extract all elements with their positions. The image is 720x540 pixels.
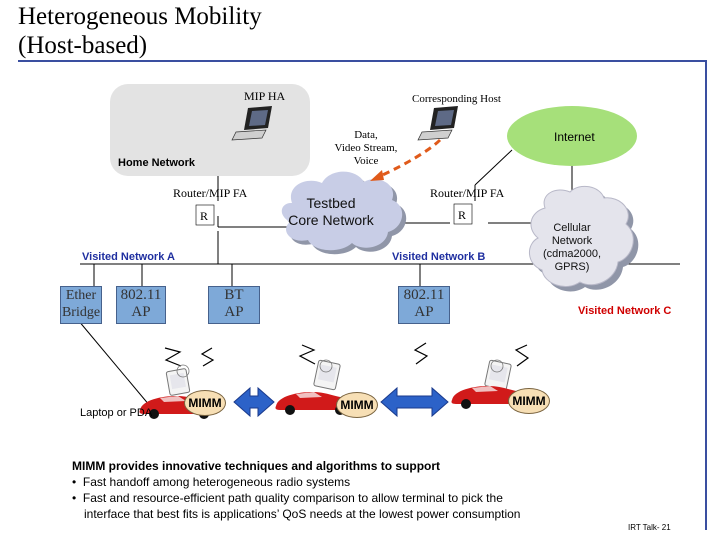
router-right-label: Router/MIP FA [430, 186, 505, 200]
testbed-cloud-shape [281, 171, 407, 255]
ether-line-1: Ether [65, 288, 97, 303]
bt-line-2: AP [224, 304, 244, 320]
right-rule [705, 60, 707, 530]
ap2-line-1: 802.11 [403, 287, 445, 303]
router-left-r: R [200, 209, 209, 223]
notes-bullet-2-cont: interface that best fits is applications… [84, 507, 521, 521]
network-links [77, 149, 680, 407]
data-line-2: Video Stream, [334, 142, 398, 154]
title-line-1: Heterogeneous Mobility [18, 3, 262, 30]
testbed-line-2: Core Network [288, 212, 374, 228]
home-network-label: Home Network [118, 157, 196, 169]
mimm-badge-2: MIMM [336, 392, 378, 418]
notes-block: MIMM provides innovative techniques and … [72, 458, 520, 522]
ether-line-2: Bridge [61, 305, 101, 320]
ap1-line-2: AP [131, 304, 151, 320]
data-stream-label: Data, Video Stream, Voice [330, 129, 402, 168]
corresponding-host-laptop-shape [417, 106, 458, 141]
testbed-line-1: Testbed [306, 195, 356, 211]
corresponding-host-label: Corresponding Host [412, 93, 501, 105]
router-left-box [195, 204, 215, 226]
mip-ha-label: MIP HA [244, 89, 286, 103]
visited-network-a-label: Visited Network A [82, 251, 175, 263]
notes-bullet-1: • Fast handoff among heterogeneous radio… [72, 475, 351, 489]
cellular-line-2: Network [551, 235, 593, 247]
cellular-cloud-emblem [176, 359, 504, 378]
ether-bridge-box: Ether Bridge [60, 286, 102, 324]
mimm-badge-1: MIMM [184, 390, 226, 416]
data-flow-arrow-shape [375, 138, 442, 180]
wireless-bolts [164, 342, 530, 367]
data-line-3: Voice [353, 155, 379, 167]
cellular-cloud-shape [529, 185, 639, 292]
title-line-2: (Host-based) [18, 32, 148, 59]
cellular-line-1: Cellular [553, 222, 591, 234]
router-right-box [453, 203, 473, 225]
title-rule [18, 60, 706, 62]
internet-label: Internet [554, 130, 595, 144]
ap-80211-b-box: 802.11 AP [398, 286, 450, 324]
router-left-label: Router/MIP FA [173, 186, 248, 200]
internet-cloud [507, 106, 637, 166]
mimm-badge-3: MIMM [508, 388, 550, 414]
router-right-r: R [458, 208, 467, 222]
ap-80211-a-box: 802.11 AP [116, 286, 166, 324]
page-title: Heterogeneous Mobility (Host-based) [18, 2, 262, 60]
cellular-line-4: GPRS) [554, 261, 590, 273]
cellular-network-label: Cellular Network (cdma2000, GPRS) [534, 222, 610, 274]
handoff-arrow-1 [233, 386, 275, 418]
bt-line-1: BT [224, 287, 244, 303]
testbed-core-network-label: Testbed Core Network [276, 195, 386, 229]
visited-network-b-label: Visited Network B [392, 251, 486, 263]
slide-footer: IRT Talk- 21 [628, 523, 671, 532]
bt-ap-box: BT AP [208, 286, 260, 324]
laptop-pda-label: Laptop or PDA [80, 407, 153, 419]
mip-ha-laptop-shape [231, 106, 272, 141]
ap1-line-1: 802.11 [120, 287, 162, 303]
handoff-arrow-2 [380, 386, 449, 418]
notes-bullet-2: • Fast and resource-efficient path quali… [72, 491, 503, 505]
notes-heading: MIMM provides innovative techniques and … [72, 459, 441, 473]
data-line-1: Data, [354, 129, 378, 141]
ap2-line-2: AP [414, 304, 434, 320]
cellular-line-3: (cdma2000, [542, 248, 602, 260]
visited-network-c-label: Visited Network C [578, 305, 672, 317]
